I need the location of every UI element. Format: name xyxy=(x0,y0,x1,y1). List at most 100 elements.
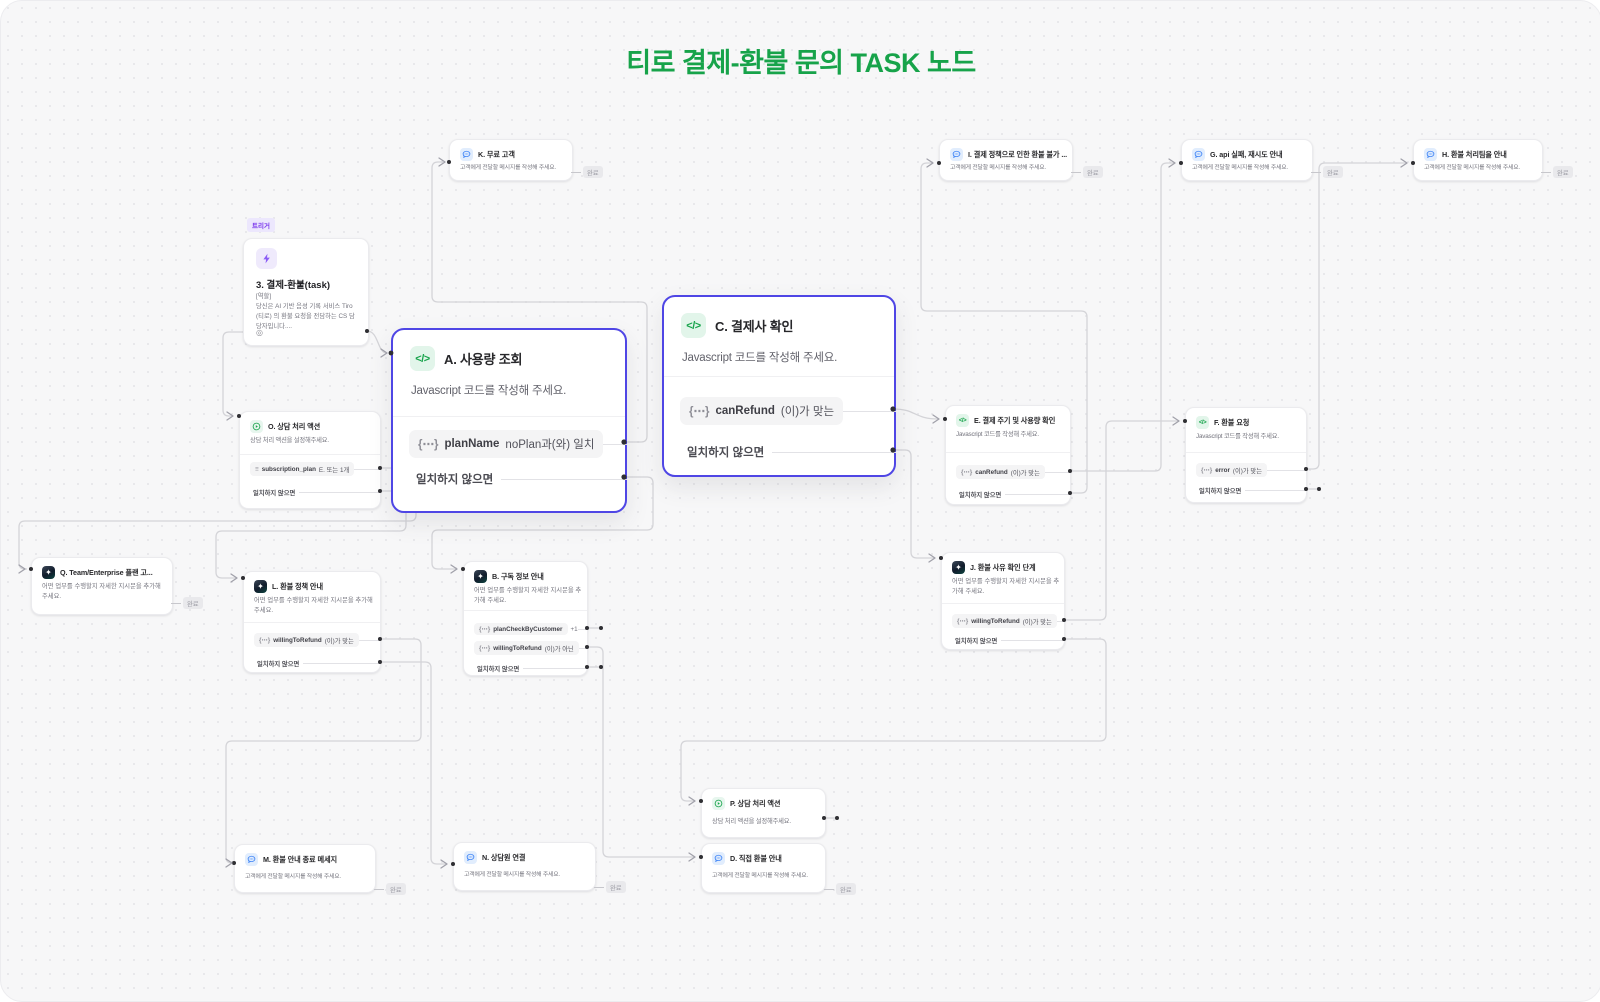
connector-tail xyxy=(1044,471,1071,473)
node-k-free-customer[interactable]: K. 무료 고객 고객에게 전달할 메시지를 작성해 주세요. xyxy=(449,139,573,181)
node-i-refund-denied[interactable]: I. 결제 정책으로 인한 환불 불가 ... 고객에게 전달할 메시지를 작성… xyxy=(939,139,1073,181)
node-g-api-retry[interactable]: G. api 실패, 재시도 안내 고객에게 전달할 메시지를 작성해 주세요. xyxy=(1181,139,1313,181)
condition-suffix: (이)가 맞는 xyxy=(324,637,354,645)
node-title: E. 결제 주기 및 사용량 확인 xyxy=(974,415,1056,425)
node-f-refund-request[interactable]: </> F. 환불 요청 Javascript 코드를 작성해 주세요. {⋯}… xyxy=(1185,407,1307,503)
condition-icon: {⋯} xyxy=(259,636,271,644)
node-l-refund-policy-guide[interactable]: ✦ L. 환불 정책 안내 어떤 업무를 수행할지 자세한 지시문을 추가해 주… xyxy=(243,571,381,673)
condition-suffix: (이)가 맞는 xyxy=(1232,467,1263,475)
node-title: C. 결제사 확인 xyxy=(715,319,794,334)
connector-tail xyxy=(1267,469,1307,471)
connector-tail xyxy=(354,468,381,470)
node-body: Javascript 코드를 작성해 주세요. xyxy=(411,385,567,397)
divider xyxy=(942,603,1064,604)
else-label: 일치하지 않으면 xyxy=(477,665,520,673)
done-badge: 완료 xyxy=(594,881,626,893)
connector-tail xyxy=(358,639,381,641)
node-a-usage-check[interactable]: </> A. 사용량 조회 Javascript 코드를 작성해 주세요. {⋯… xyxy=(391,328,627,513)
condition-suffix: E. 또는 1개 xyxy=(318,466,350,474)
node-d-direct-refund-guide[interactable]: D. 직접 환불 안내 고객에게 전달할 메시지를 작성해 주세요. xyxy=(701,843,826,893)
trigger-badge: 트리거 xyxy=(247,218,275,232)
node-n-agent-transfer[interactable]: N. 상담원 연결 고객에게 전달할 메시지를 작성해 주세요. xyxy=(453,842,596,891)
else-row[interactable]: 일치하지 않으면 xyxy=(680,437,896,467)
node-body: Javascript 코드를 작성해 주세요. xyxy=(1196,433,1279,440)
else-row[interactable]: 일치하지 않으면 xyxy=(956,486,1071,502)
divider xyxy=(240,454,380,455)
else-row[interactable]: 일치하지 않으면 xyxy=(952,632,1065,648)
condition-row[interactable]: {⋯}canRefund(이)가 맞는 xyxy=(956,464,1071,480)
node-c-payment-provider-check[interactable]: </> C. 결제사 확인 Javascript 코드를 작성해 주세요. {⋯… xyxy=(662,295,896,477)
node-body: 고객에게 전달할 메시지를 작성해 주세요. xyxy=(460,165,556,171)
node-title: D. 직접 환불 안내 xyxy=(730,853,782,863)
connector-tail xyxy=(577,628,588,630)
condition-variable: error xyxy=(1215,466,1230,474)
node-body: 고객에게 전달할 메시지를 작성해 주세요. xyxy=(464,872,560,878)
else-row[interactable]: 일치하지 않으면 xyxy=(250,484,381,500)
condition-suffix: (이)가 맞는 xyxy=(780,406,835,418)
condition-row[interactable]: {⋯}willingToRefund(이)가 맞는 xyxy=(254,632,381,648)
condition-suffix: noPlan과(와) 일치 xyxy=(505,439,595,451)
node-title: P. 상담 처리 액션 xyxy=(730,798,781,808)
node-title: G. api 실패, 재시도 안내 xyxy=(1210,149,1283,159)
node-j-refund-reason-check[interactable]: ✦ J. 환불 사유 확인 단계 어떤 업무를 수행할지 자세한 지시문을 추가… xyxy=(941,552,1065,650)
node-title: F. 환불 요청 xyxy=(1214,417,1250,427)
node-title: N. 상담원 연결 xyxy=(482,852,526,862)
else-row[interactable]: 일치하지 않으면 xyxy=(474,660,588,676)
node-o-consult-action[interactable]: O. 상담 처리 액션 상담 처리 액션을 설정해주세요. ≡subscript… xyxy=(239,411,381,509)
node-b-subscription-info[interactable]: ✦ B. 구독 정보 안내 어떤 업무를 수행할지 자세한 지시문을 추가해 주… xyxy=(463,561,588,676)
node-title: I. 결제 정책으로 인한 환불 불가 ... xyxy=(968,149,1068,159)
connector-tail xyxy=(501,478,627,480)
condition-variable: canRefund xyxy=(715,405,775,417)
node-body: 고객에게 전달할 메시지를 작성해 주세요. xyxy=(245,874,341,880)
node-body: 어떤 업무를 수행할지 자세한 지시문을 추가해 주세요. xyxy=(254,597,373,615)
connector-tail xyxy=(772,451,896,453)
condition-icon: {⋯} xyxy=(1201,466,1213,474)
divider xyxy=(946,452,1070,453)
condition-suffix: (이)가 맞는 xyxy=(1010,469,1040,477)
node-body: Javascript 코드를 작성해 주세요. xyxy=(956,431,1039,438)
condition-row[interactable]: {⋯}planCheckByCustomer +1 xyxy=(474,621,588,637)
condition-icon: {⋯} xyxy=(479,644,491,652)
node-title: M. 환불 안내 종료 메세지 xyxy=(263,854,337,864)
divider xyxy=(393,416,625,417)
condition-variable: subscription_plan xyxy=(261,465,316,473)
node-body: [역할] 당신은 AI 기반 음성 기록 서비스 Tiro(티로) 의 환불 요… xyxy=(256,292,358,332)
condition-row[interactable]: {⋯}error(이)가 맞는 xyxy=(1196,462,1307,478)
condition-row[interactable]: {⋯} canRefund (이)가 맞는 xyxy=(680,396,896,426)
message-icon xyxy=(460,148,473,161)
message-icon xyxy=(712,852,725,865)
connector-tail xyxy=(578,647,588,649)
node-q-team-enterprise-plan[interactable]: ✦ Q. Team/Enterprise 플랜 고... 어떤 업무를 수행할지… xyxy=(31,557,173,615)
divider xyxy=(664,376,894,377)
code-icon: </> xyxy=(1196,416,1209,429)
else-row[interactable]: 일치하지 않으면 xyxy=(1196,482,1307,498)
node-trigger[interactable]: 3. 결제-환불(task) [역할] 당신은 AI 기반 음성 기록 서비스 … xyxy=(243,238,369,346)
else-row[interactable]: 일치하지 않으면 xyxy=(254,655,381,671)
connector-tail xyxy=(1056,620,1065,622)
divider xyxy=(464,610,587,611)
sparkle-icon: ✦ xyxy=(254,580,267,593)
message-icon xyxy=(245,853,258,866)
list-icon: ≡ xyxy=(255,465,259,473)
sparkle-icon: ✦ xyxy=(42,566,55,579)
else-label: 일치하지 않으면 xyxy=(955,637,998,645)
node-title: H. 환불 처리팀을 안내 xyxy=(1442,149,1507,159)
condition-row[interactable]: {⋯}willingToRefund(이)가 맞는 xyxy=(952,613,1065,629)
node-m-refund-close-message[interactable]: M. 환불 안내 종료 메세지 고객에게 전달할 메시지를 작성해 주세요. xyxy=(234,844,376,893)
node-e-billing-cycle-usage[interactable]: </> E. 결제 주기 및 사용량 확인 Javascript 코드를 작성해… xyxy=(945,405,1071,505)
sparkle-icon: ✦ xyxy=(474,570,487,583)
else-row[interactable]: 일치하지 않으면 xyxy=(409,464,627,494)
condition-variable: willingToRefund xyxy=(493,644,542,652)
condition-icon: {⋯} xyxy=(689,406,710,418)
node-body: 어떤 업무를 수행할지 자세한 지시문을 추가해 주세요. xyxy=(474,587,582,605)
connector-tail xyxy=(1005,493,1071,495)
node-p-consult-action[interactable]: P. 상담 처리 액션 상담 처리 액션을 설정해주세요. xyxy=(701,788,826,838)
code-icon: </> xyxy=(956,414,969,427)
condition-icon: {⋯} xyxy=(479,625,491,633)
node-body: 어떤 업무를 수행할지 자세한 지시문을 추가해 주세요. xyxy=(952,578,1060,596)
condition-row[interactable]: {⋯}willingToRefund(이)가 아닌 xyxy=(474,640,588,656)
node-h-refund-team[interactable]: H. 환불 처리팀을 안내 고객에게 전달할 메시지를 작성해 주세요. xyxy=(1413,139,1543,181)
